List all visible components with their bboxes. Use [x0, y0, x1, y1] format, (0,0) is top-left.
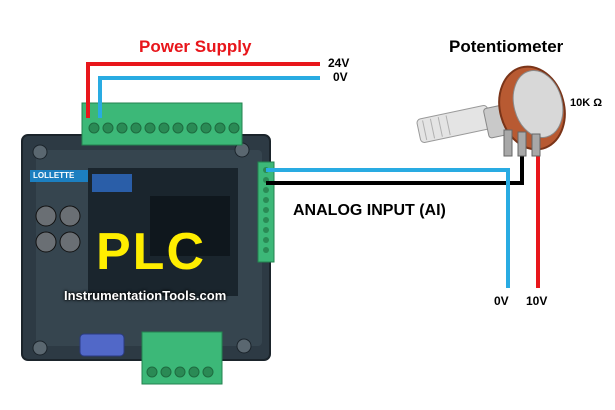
side-terminal-block: [257, 161, 275, 263]
plc-unit: [21, 134, 271, 361]
website-label: InstrumentationTools.com: [64, 288, 227, 303]
potentiometer-label: Potentiometer: [449, 37, 564, 56]
analog-input-label: ANALOG INPUT (AI): [293, 202, 446, 219]
wire-0v-power: [98, 76, 320, 118]
label-10v: 10V: [526, 294, 548, 308]
label-0v-top: 0V: [333, 70, 348, 84]
wire-24v: [86, 62, 320, 118]
top-terminal-block: [81, 102, 243, 146]
label-0v-bottom: 0V: [494, 294, 509, 308]
brand-label: LOLLETTE: [33, 171, 75, 180]
label-24v: 24V: [328, 56, 350, 70]
bottom-terminal-block: [141, 331, 223, 385]
potentiometer-component: [416, 65, 566, 157]
wire-0v-pot: [266, 168, 510, 288]
plc-label: PLC: [96, 223, 206, 281]
power-supply-label: Power Supply: [139, 37, 252, 56]
wire-ai-signal-black: [266, 150, 524, 185]
resistance-label: 10K Ω: [570, 97, 603, 109]
